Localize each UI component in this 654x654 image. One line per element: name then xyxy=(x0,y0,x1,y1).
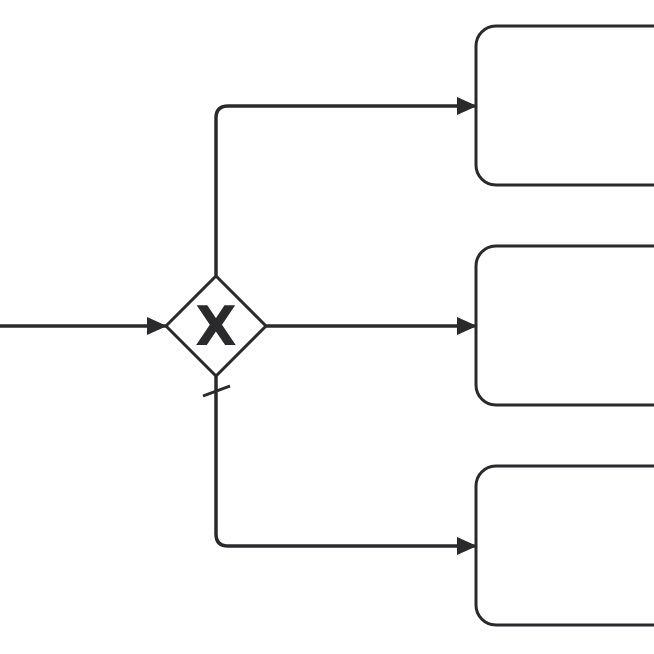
default-flow-slash-icon xyxy=(202,384,231,398)
gateway-diamond-icon xyxy=(163,273,269,379)
gateway-x-marker: X xyxy=(195,295,237,358)
outgoing-flow-top[interactable] xyxy=(214,97,477,276)
exclusive-gateway[interactable]: X xyxy=(163,273,269,379)
task-top-box[interactable] xyxy=(474,24,654,187)
task-middle-box[interactable] xyxy=(474,244,654,407)
outgoing-flow-bottom-default[interactable] xyxy=(214,376,477,555)
task-bottom-box[interactable] xyxy=(474,464,654,627)
